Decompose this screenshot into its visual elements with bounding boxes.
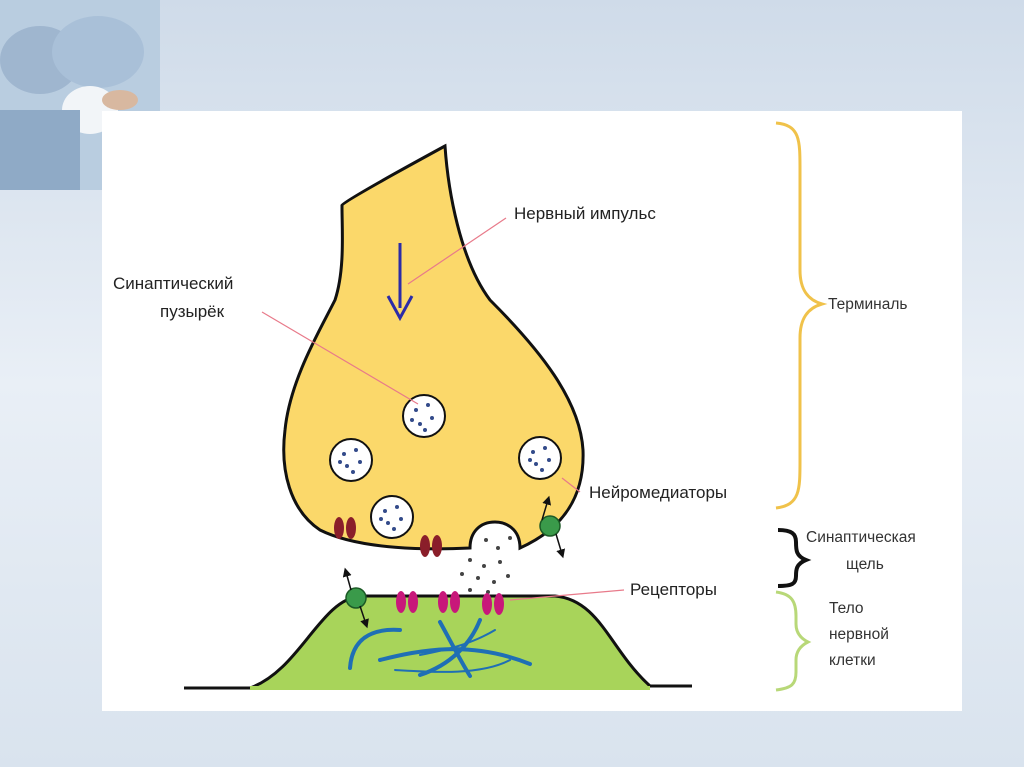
cleft-brace xyxy=(778,530,806,586)
cleft-label-line1: Синаптическая xyxy=(806,528,916,547)
vesicle xyxy=(371,496,413,538)
nerve-impulse-label: Нервный импульс xyxy=(514,204,656,224)
terminal-label: Терминаль xyxy=(828,295,907,314)
cell-body-shape xyxy=(184,596,692,688)
cleft-label-line2: щель xyxy=(846,555,884,574)
receptors-label: Рецепторы xyxy=(630,580,717,600)
vesicle xyxy=(519,437,561,479)
cell-body-base xyxy=(250,686,650,690)
cell-body-label-line3: клетки xyxy=(829,651,876,670)
vesicle-label-line2: пузырёк xyxy=(160,302,224,322)
vesicle-label-line1: Синаптический xyxy=(113,274,233,294)
cell-body-label-line1: Тело xyxy=(829,599,864,618)
cell-body-label-line2: нервной xyxy=(829,625,889,644)
neurotransmitters-label: Нейромедиаторы xyxy=(589,483,727,503)
cell-body-brace xyxy=(776,592,808,690)
terminal-brace xyxy=(776,123,822,508)
vesicle xyxy=(330,439,372,481)
